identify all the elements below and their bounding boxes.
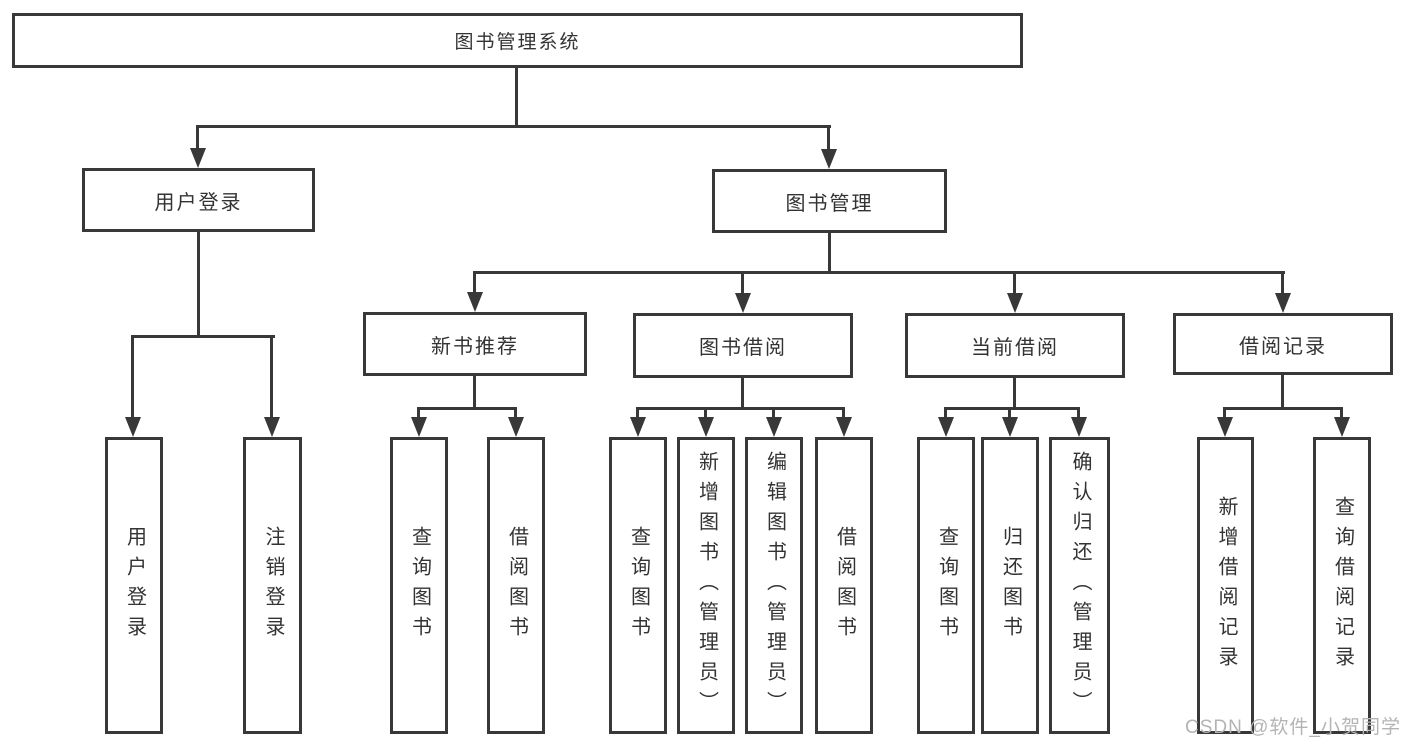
- node-root: 图书管理系统: [12, 13, 1023, 68]
- h-connector-book-borrowing-children: [637, 407, 845, 410]
- v-connector-book-borrowing: [741, 378, 744, 410]
- node-leaf-log-query-record: 查询借阅记录: [1313, 437, 1371, 734]
- arrow-to-book-mgmt: [827, 125, 830, 149]
- arrow-to-rec-query-books: [417, 407, 420, 417]
- arrow-to-leaf-user-login: [131, 335, 134, 417]
- arrow-to-book-borrowing: [741, 271, 744, 293]
- node-leaf-bor-add-books: 新增图书（管理员）: [677, 437, 735, 734]
- arrow-to-bor-query-books: [636, 407, 639, 417]
- node-leaf-bor-query-books: 查询图书: [609, 437, 667, 734]
- node-leaf-cur-return-books: 归还图书: [981, 437, 1039, 734]
- arrow-to-bor-borrow-books: [842, 407, 845, 417]
- arrow-to-new-book-rec: [473, 271, 476, 292]
- h-connector-root-children: [197, 125, 831, 128]
- node-book-borrowing: 图书借阅: [633, 313, 853, 378]
- arrow-to-cur-confirm-return: [1077, 407, 1080, 417]
- node-leaf-cur-query-books: 查询图书: [917, 437, 975, 734]
- arrow-to-borrow-records: [1281, 271, 1284, 293]
- arrow-to-bor-edit-books: [772, 407, 775, 417]
- node-leaf-cur-confirm-return: 确认归还（管理员）: [1049, 437, 1110, 734]
- arrow-to-bor-add-books: [704, 407, 707, 417]
- node-leaf-bor-borrow-books: 借阅图书: [815, 437, 873, 734]
- v-connector-user-login: [197, 232, 200, 338]
- h-connector-current-borrowing-children: [945, 407, 1080, 410]
- node-leaf-log-add-record: 新增借阅记录: [1197, 437, 1254, 734]
- v-connector-root: [515, 68, 518, 126]
- h-connector-user-login-children: [132, 335, 275, 338]
- arrow-to-cur-return-books: [1008, 407, 1011, 417]
- v-connector-book-mgmt: [828, 233, 831, 274]
- v-connector-current-borrowing: [1013, 378, 1016, 410]
- node-leaf-user-login: 用户登录: [105, 437, 163, 734]
- arrow-to-log-query-record: [1340, 407, 1343, 417]
- node-current-borrowing: 当前借阅: [905, 313, 1125, 378]
- arrow-to-rec-borrow-books: [514, 407, 517, 417]
- node-new-book-recommend: 新书推荐: [363, 312, 587, 376]
- h-connector-new-book-rec-children: [418, 407, 517, 410]
- node-leaf-bor-edit-books: 编辑图书（管理员）: [745, 437, 803, 734]
- arrow-to-current-borrowing: [1013, 271, 1016, 293]
- v-connector-new-book-rec: [473, 376, 476, 410]
- node-book-management: 图书管理: [712, 169, 947, 233]
- arrow-to-log-add-record: [1223, 407, 1226, 417]
- h-connector-borrow-records-children: [1224, 407, 1343, 410]
- csdn-watermark: CSDN @软件_小贺同学: [1185, 717, 1401, 738]
- node-leaf-logout: 注销登录: [243, 437, 302, 734]
- node-user-login: 用户登录: [82, 168, 315, 232]
- node-leaf-rec-borrow-books: 借阅图书: [487, 437, 545, 734]
- arrow-to-cur-query-books: [944, 407, 947, 417]
- node-leaf-rec-query-books: 查询图书: [390, 437, 448, 734]
- arrow-to-user-login: [196, 125, 199, 148]
- node-borrow-records: 借阅记录: [1173, 313, 1393, 375]
- arrow-to-leaf-logout: [270, 335, 273, 417]
- h-connector-book-mgmt-children: [474, 271, 1285, 274]
- v-connector-borrow-records: [1281, 375, 1284, 410]
